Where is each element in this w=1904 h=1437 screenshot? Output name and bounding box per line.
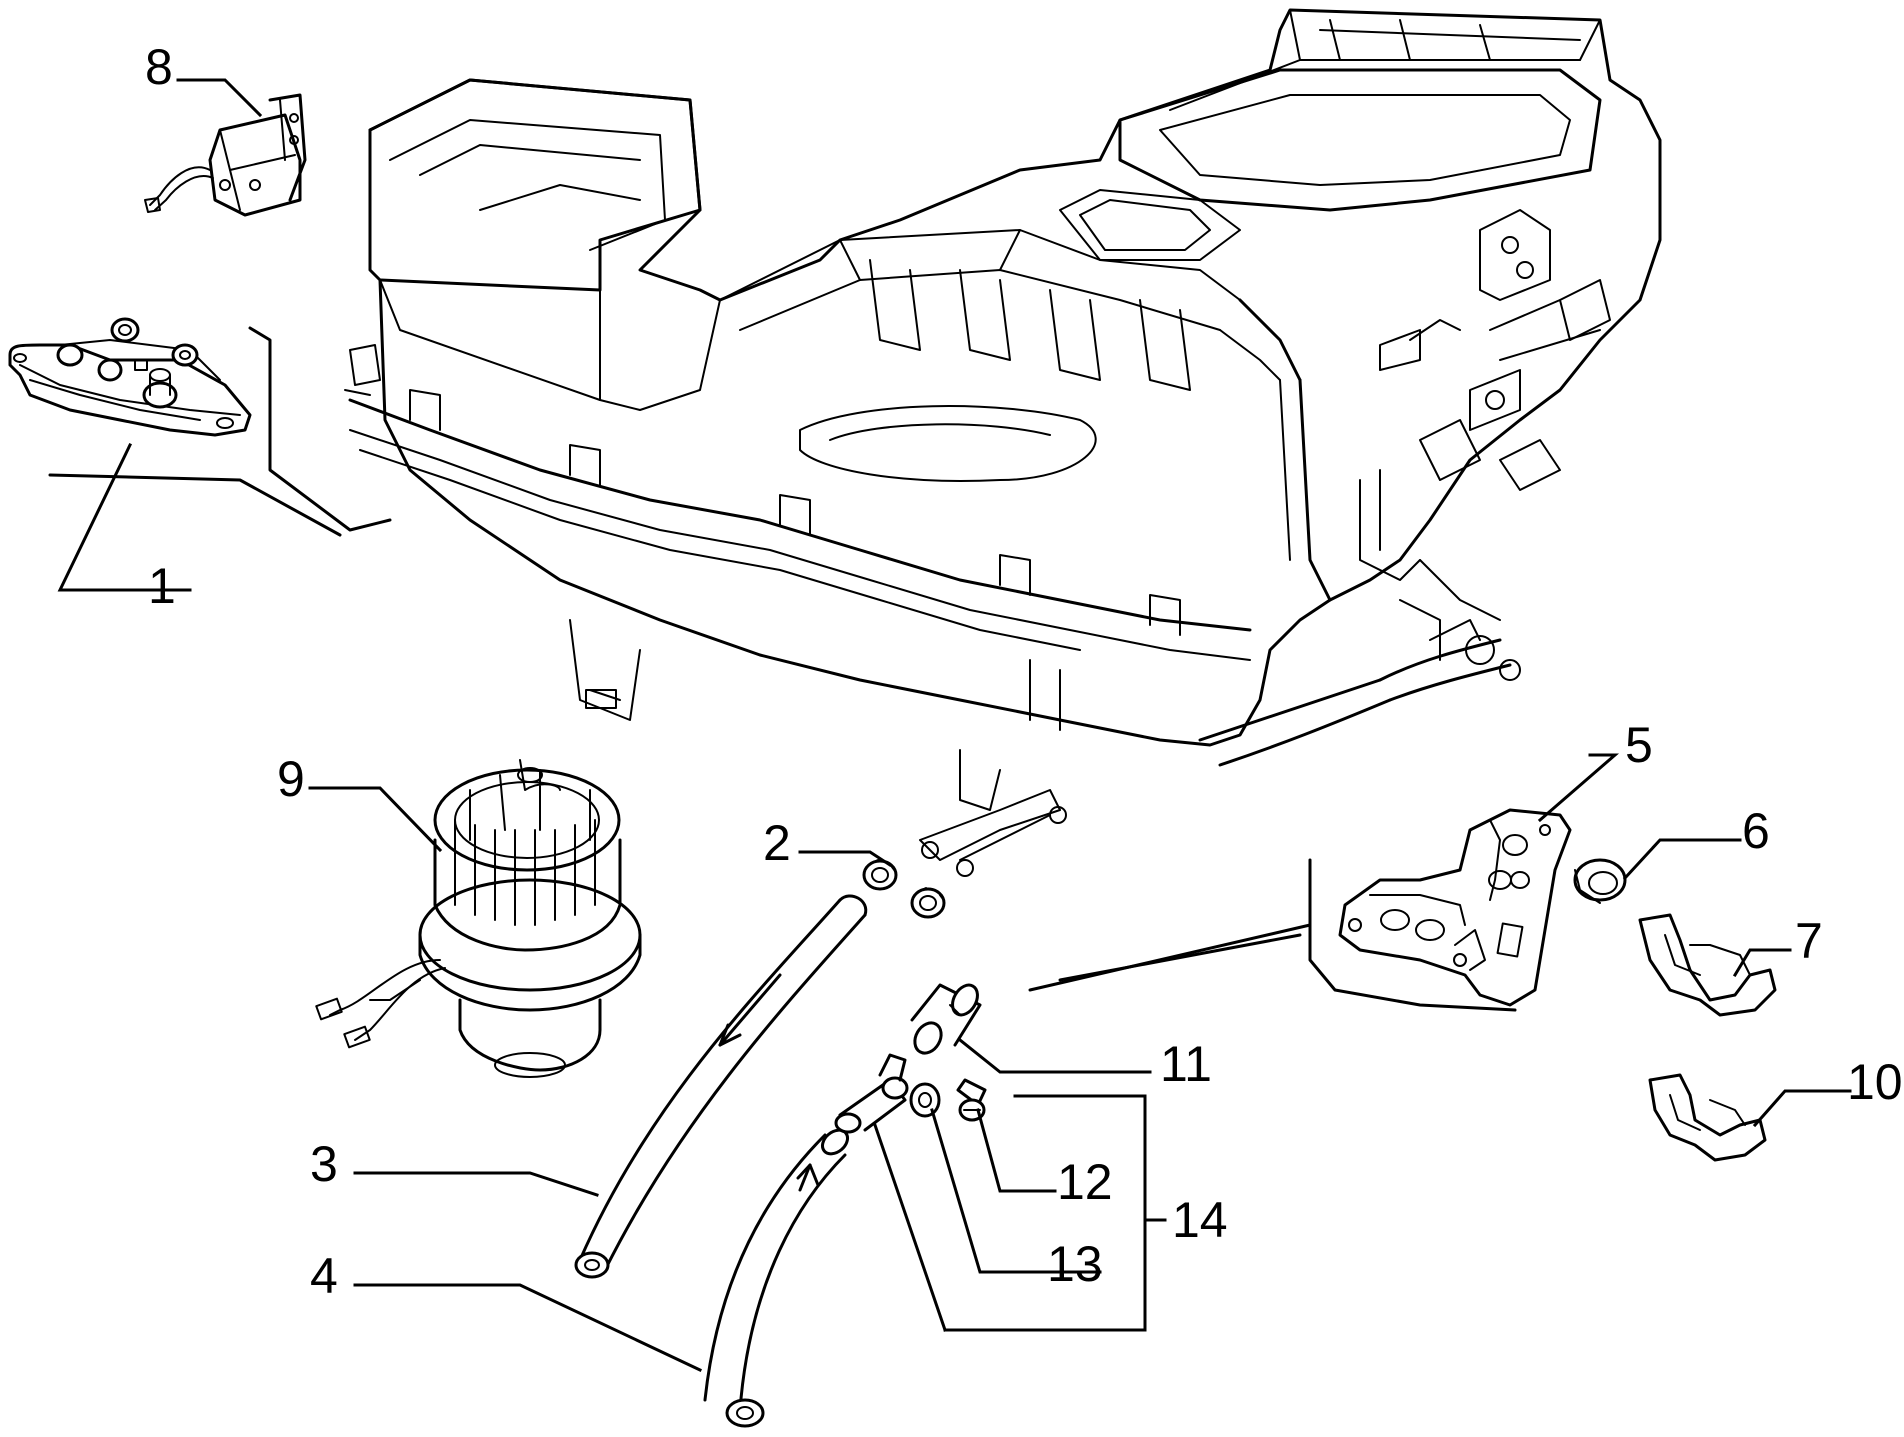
callout-10: 10 <box>1847 1054 1903 1110</box>
callout-12: 12 <box>1057 1154 1113 1210</box>
callout-9: 9 <box>277 751 305 807</box>
bracket-line-1b <box>48 473 342 537</box>
callout-1: 1 <box>148 558 176 614</box>
bracket-line-5 <box>1308 858 1517 1012</box>
part-8 <box>144 93 307 217</box>
callout-14: 14 <box>1172 1192 1228 1248</box>
callout-5: 5 <box>1625 717 1653 773</box>
group-14-bracket <box>943 1094 1147 1332</box>
bracket-line-1 <box>248 326 392 532</box>
part-2 <box>862 859 946 919</box>
callout-2: 2 <box>763 815 791 871</box>
part-5 <box>1338 808 1572 1007</box>
part-3 <box>574 894 868 1279</box>
part-10 <box>1648 1073 1767 1162</box>
pointer-line-5 <box>1028 923 1312 992</box>
part-12 <box>956 1078 987 1122</box>
part-4 <box>703 1128 850 1428</box>
callout-11: 11 <box>1160 1036 1212 1092</box>
part-6 <box>1573 858 1627 904</box>
part-11 <box>910 983 982 1055</box>
part-13-tee <box>834 1053 909 1134</box>
callout-8: 8 <box>145 39 173 95</box>
part-13 <box>909 1082 941 1118</box>
callout-3: 3 <box>310 1136 338 1192</box>
callout-4: 4 <box>310 1248 338 1304</box>
callout-13: 13 <box>1047 1236 1103 1292</box>
part-9 <box>315 759 642 1078</box>
pointer-line-5b <box>1058 933 1302 982</box>
part-1 <box>8 317 252 437</box>
leader-lines <box>57 78 1852 1372</box>
callout-7: 7 <box>1795 913 1823 969</box>
heater-housing <box>344 8 1662 877</box>
callout-6: 6 <box>1742 803 1770 859</box>
part-7 <box>1638 913 1777 1017</box>
